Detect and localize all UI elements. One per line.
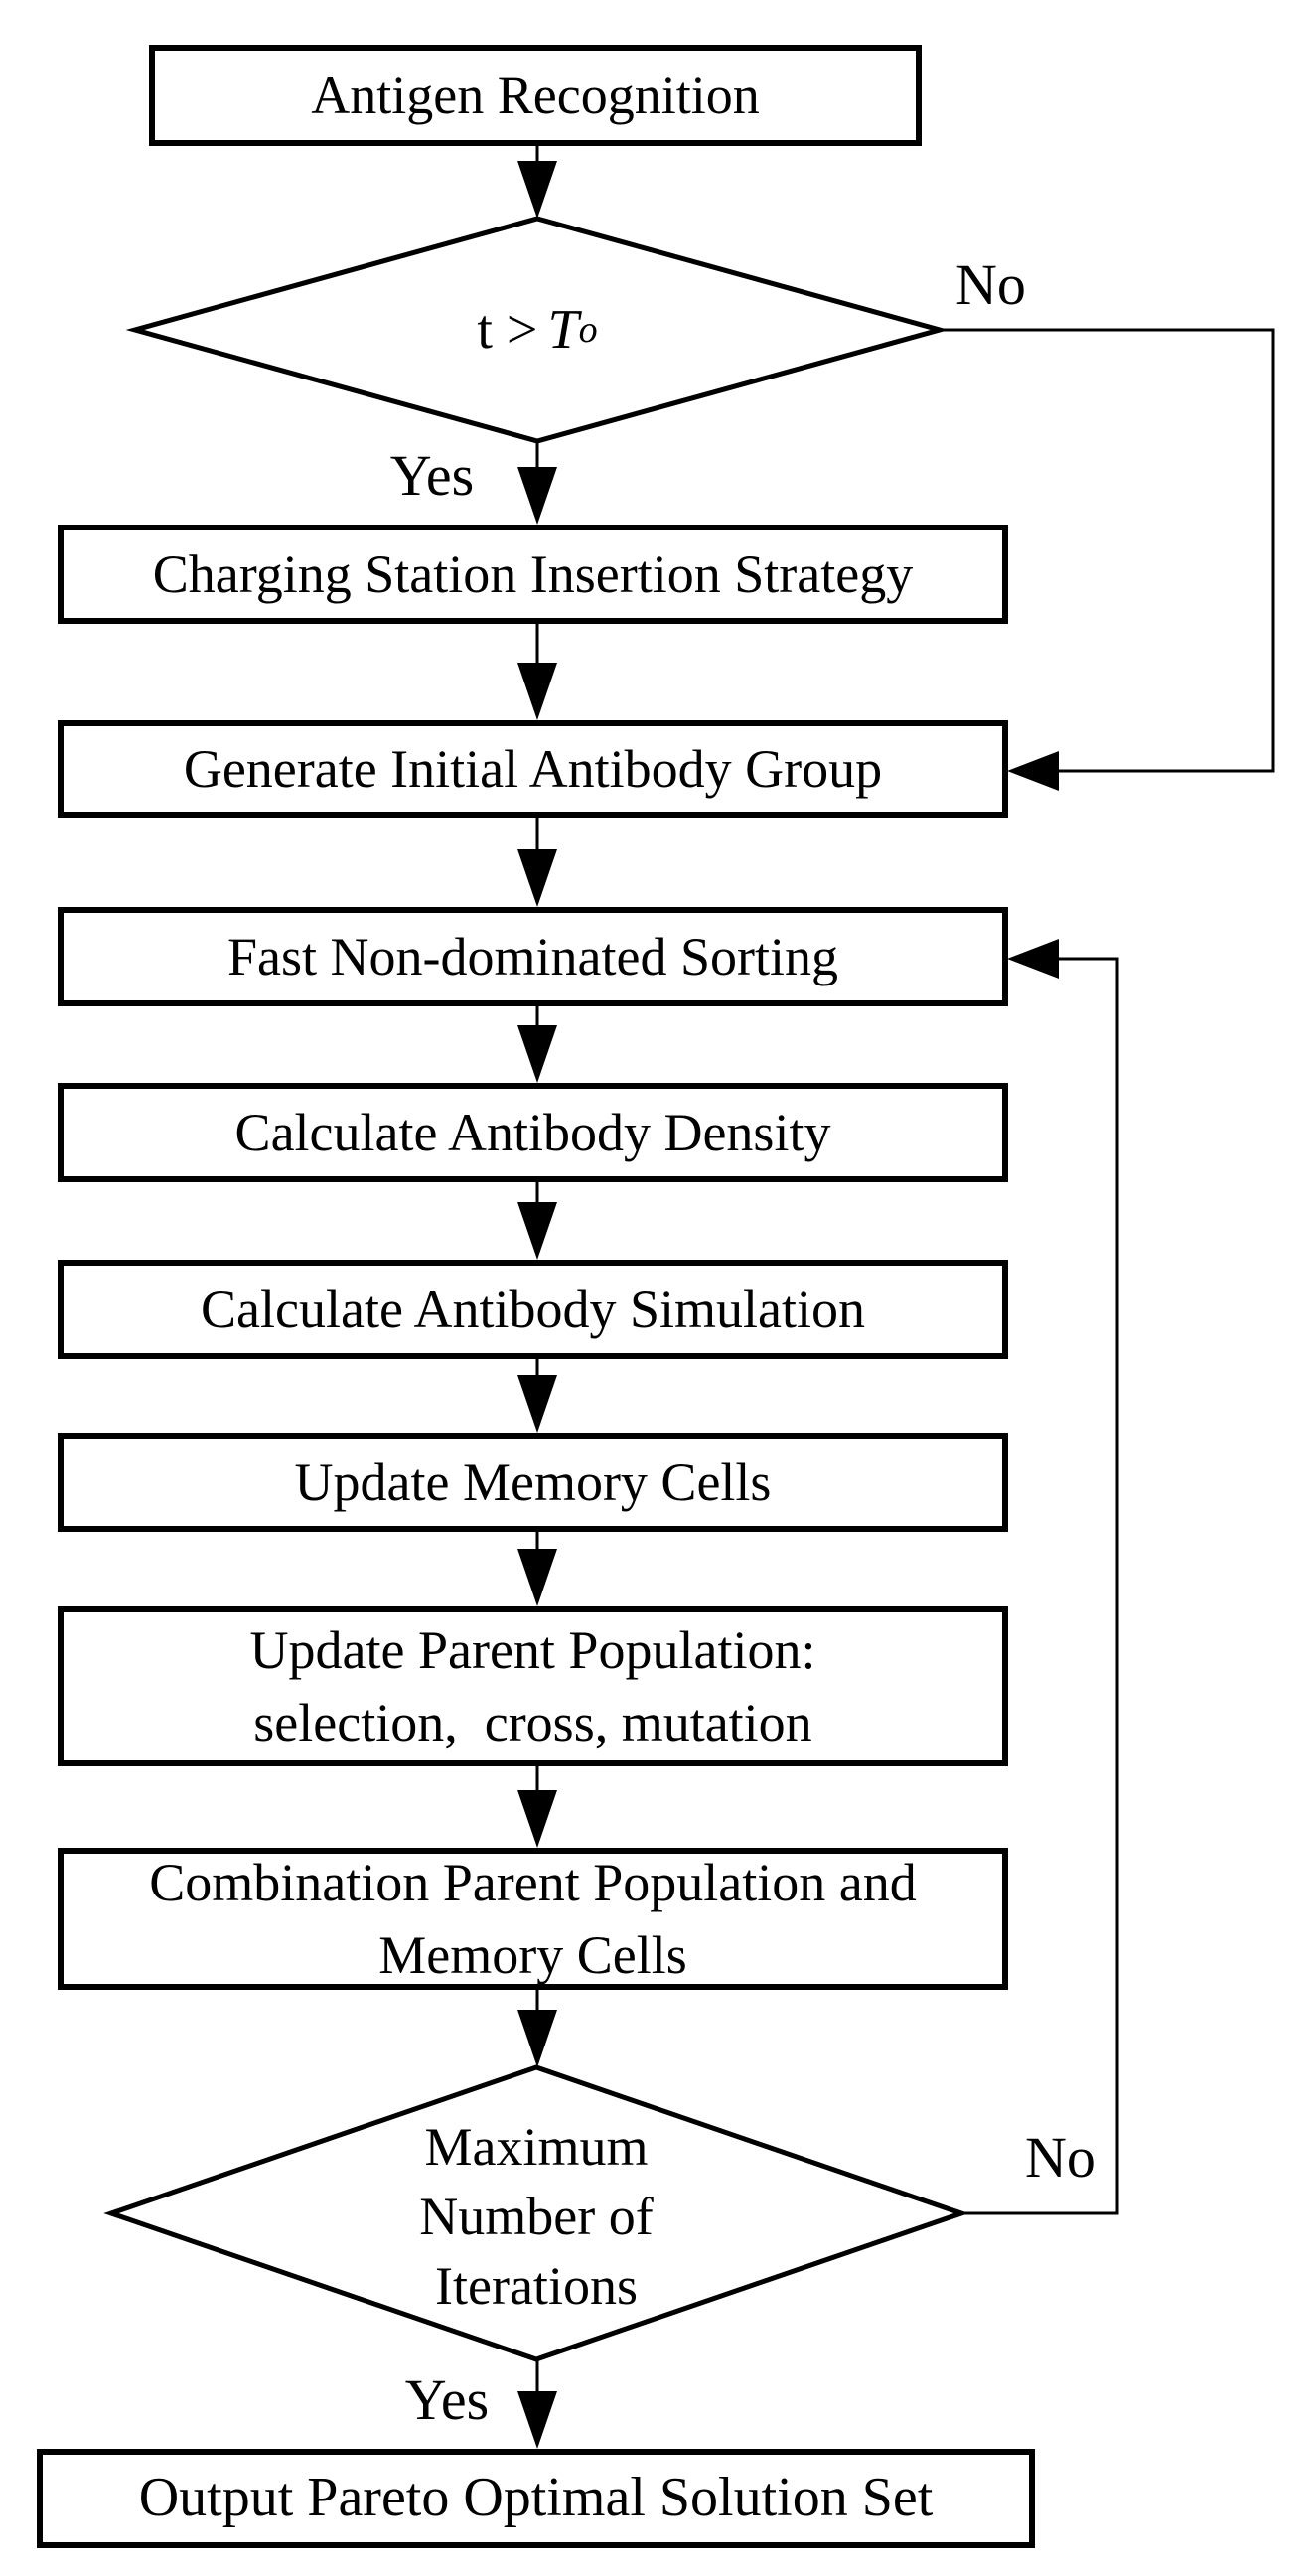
decision2-line3: Iterations (435, 2256, 638, 2316)
process-box-combination-parent-population: Combination Parent Population and Memory… (58, 1848, 1008, 1990)
edge-label-yes-decision2: Yes (387, 2371, 507, 2429)
process-label-calculate-antibody-simulation: Calculate Antibody Simulation (201, 1279, 865, 1339)
arrowhead-decision1-to-charging (517, 467, 557, 525)
decision2-line1: Maximum (424, 2117, 649, 2177)
arrowhead-loop1-into-generate (1007, 751, 1059, 791)
edge-label-no-decision2: No (998, 2129, 1122, 2187)
arrowhead-combination-to-decision2 (517, 2010, 557, 2067)
process-box-antigen-recognition: Antigen Recognition (149, 45, 922, 146)
process-box-calculate-antibody-simulation: Calculate Antibody Simulation (58, 1260, 1008, 1359)
yes-label-1-text: Yes (389, 443, 475, 508)
decision-diamond-max-iterations (103, 2064, 969, 2362)
process-box-update-parent-population: Update Parent Population: selection, cro… (58, 1606, 1008, 1766)
arrowhead-loop2-into-sorting (1007, 939, 1059, 979)
process-label-update-parent-population: Update Parent Population: selection, cro… (249, 1619, 816, 1752)
yes-label-2-text: Yes (404, 2367, 490, 2432)
decision-diamond-t-gt-to (125, 216, 950, 444)
no-label-1-text: No (955, 252, 1026, 317)
decision1-condition-subscript: o (578, 309, 598, 351)
arrowhead-sorting-to-density (517, 1025, 557, 1083)
process-box-output-pareto-optimal-solution-set: Output Pareto Optimal Solution Set (37, 2449, 1035, 2548)
process-box-update-memory-cells: Update Memory Cells (58, 1433, 1008, 1532)
process-box-fast-non-dominated-sorting: Fast Non-dominated Sorting (58, 907, 1008, 1006)
decision1-condition-prefix: t > (477, 299, 538, 361)
loop-line-decision1-no (940, 328, 1275, 773)
process-box-generate-initial-antibody-group: Generate Initial Antibody Group (58, 720, 1008, 818)
process-box-charging-station-insertion-strategy: Charging Station Insertion Strategy (58, 525, 1008, 624)
decision-text-max-iterations: Maximum Number of Iterations (338, 2112, 735, 2321)
process-label-fast-non-dominated-sorting: Fast Non-dominated Sorting (227, 926, 838, 986)
decision1-condition-symbol: T (547, 299, 579, 361)
process-label-antigen-recognition: Antigen Recognition (311, 65, 760, 125)
process-label-update-memory-cells: Update Memory Cells (294, 1451, 772, 1512)
arrowhead-antigen-to-decision1 (517, 161, 557, 219)
process-label-calculate-antibody-density: Calculate Antibody Density (234, 1102, 831, 1162)
arrowhead-generate-to-sorting (517, 849, 557, 907)
process-label-output-pareto-optimal-solution-set: Output Pareto Optimal Solution Set (138, 2467, 934, 2529)
process-label-generate-initial-antibody-group: Generate Initial Antibody Group (183, 738, 883, 799)
loop-line-decision2-no (961, 957, 1119, 2215)
arrowhead-memory-to-parent (517, 1549, 557, 1606)
arrowhead-simulation-to-memory (517, 1375, 557, 1433)
arrowhead-parent-to-combination (517, 1790, 557, 1848)
no-label-2-text: No (1025, 2125, 1096, 2190)
process-label-charging-station-insertion-strategy: Charging Station Insertion Strategy (152, 543, 914, 604)
process-box-calculate-antibody-density: Calculate Antibody Density (58, 1083, 1008, 1182)
arrowhead-density-to-simulation (517, 1202, 557, 1260)
arrowhead-decision2-to-output (517, 2391, 557, 2449)
process-label-combination-parent-population: Combination Parent Population and Memory… (149, 1852, 917, 1985)
decision2-line2: Number of (419, 2187, 654, 2246)
arrowhead-charging-to-generate (517, 663, 557, 720)
edge-label-yes-decision1: Yes (367, 447, 497, 505)
edge-label-no-decision1: No (934, 256, 1048, 314)
